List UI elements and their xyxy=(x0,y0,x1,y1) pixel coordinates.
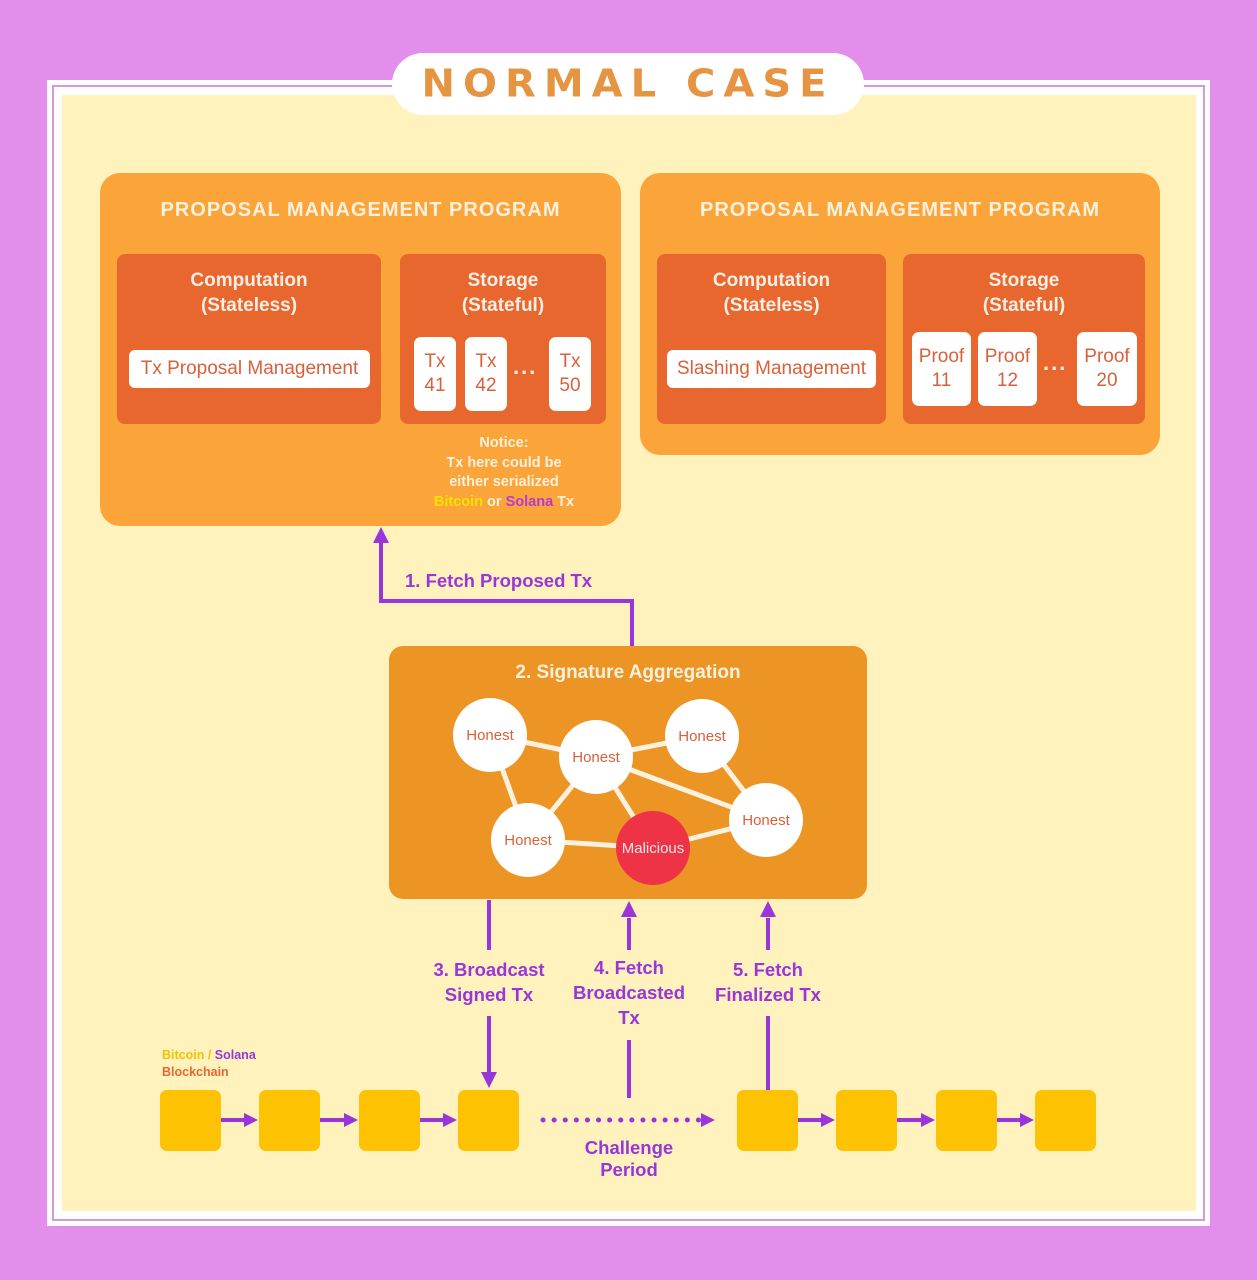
computation-title-line2: (Stateless) xyxy=(200,295,298,316)
block xyxy=(160,1090,221,1151)
tx-label: Tx xyxy=(553,493,575,510)
step-1-label: 1. Fetch Proposed Tx xyxy=(405,570,593,591)
honest-node: Honest xyxy=(559,720,633,794)
blockchain-legend: Bitcoin / Solana Blockchain xyxy=(162,1047,256,1081)
step-4-line1: 4. Fetch xyxy=(594,957,664,978)
proof-card: Proof 12 xyxy=(978,332,1037,406)
block xyxy=(359,1090,420,1151)
proof-card: Proof 11 xyxy=(912,332,971,406)
legend-separator: / xyxy=(204,1048,215,1062)
title-banner: NORMAL CASE xyxy=(392,53,864,115)
step-3-line1: 3. Broadcast xyxy=(433,959,545,980)
step-5-line2: Finalized Tx xyxy=(715,984,821,1005)
tx-card-number: 42 xyxy=(475,375,497,396)
diagram-title: NORMAL CASE xyxy=(421,62,835,106)
computation-title: Computation (Stateless) xyxy=(117,268,381,318)
step-4-label: 4. Fetch Broadcasted Tx xyxy=(560,955,698,1030)
honest-node: Honest xyxy=(491,803,565,877)
ellipsis: ... xyxy=(1043,350,1068,375)
proof-card-number: 12 xyxy=(996,370,1019,391)
slashing-management-module: Slashing Management xyxy=(667,350,876,388)
honest-node: Honest xyxy=(453,698,527,772)
notice-heading: Notice: xyxy=(479,435,529,451)
challenge-period-label: Challenge Period xyxy=(560,1137,698,1181)
challenge-line2: Period xyxy=(600,1159,658,1180)
tx-card: Tx 42 xyxy=(465,337,507,411)
tx-card-number: 50 xyxy=(559,375,581,396)
solana-label: Solana xyxy=(505,493,554,510)
honest-node: Honest xyxy=(665,699,739,773)
tx-card-number: 41 xyxy=(424,375,446,396)
ellipsis: ... xyxy=(513,354,538,379)
tx-card-label: Tx xyxy=(475,351,497,372)
challenge-line1: Challenge xyxy=(584,1137,674,1158)
tx-card-label: Tx xyxy=(559,351,581,372)
notice-line2: either serialized xyxy=(449,474,559,490)
storage-title-line2: (Stateful) xyxy=(982,295,1066,316)
block xyxy=(1035,1090,1096,1151)
storage-title-line1: Storage xyxy=(988,270,1060,291)
step-4-line3: Tx xyxy=(618,1007,640,1028)
block xyxy=(458,1090,519,1151)
malicious-node: Malicious xyxy=(616,811,690,885)
computation-box-2: Computation (Stateless) xyxy=(657,254,886,424)
notice-text: Notice: Tx here could be either serializ… xyxy=(400,434,608,512)
storage-title: Storage (Stateful) xyxy=(400,268,606,318)
computation-title-line1: Computation xyxy=(712,270,831,291)
computation-title: Computation (Stateless) xyxy=(657,268,886,318)
block xyxy=(836,1090,897,1151)
computation-title-line2: (Stateless) xyxy=(723,295,820,316)
computation-title-line1: Computation xyxy=(190,270,308,291)
block xyxy=(737,1090,798,1151)
block xyxy=(936,1090,997,1151)
notice-line1: Tx here could be xyxy=(446,454,562,471)
tx-proposal-management-module: Tx Proposal Management xyxy=(129,350,370,388)
or-label: or xyxy=(483,493,506,510)
legend-bitcoin: Bitcoin xyxy=(162,1048,205,1062)
storage-title-line1: Storage xyxy=(467,270,539,291)
proof-card-label: Proof xyxy=(918,346,965,367)
legend-solana: Solana xyxy=(214,1048,256,1062)
tx-card-label: Tx xyxy=(424,351,446,372)
program-title: PROPOSAL MANAGEMENT PROGRAM xyxy=(700,199,1100,221)
proof-card: Proof 20 xyxy=(1077,332,1137,406)
step-5-line1: 5. Fetch xyxy=(733,959,803,980)
bitcoin-label: Bitcoin xyxy=(433,493,484,510)
honest-node: Honest xyxy=(729,783,803,857)
step-3-label: 3. Broadcast Signed Tx xyxy=(420,957,558,1007)
legend-line1: Bitcoin / Solana xyxy=(162,1047,256,1064)
storage-title-line2: (Stateful) xyxy=(461,295,545,316)
proof-card-number: 11 xyxy=(931,370,952,391)
legend-blockchain: Blockchain xyxy=(162,1065,229,1079)
computation-box-1: Computation (Stateless) xyxy=(117,254,381,424)
step-4-line2: Broadcasted xyxy=(572,982,686,1003)
tx-card: Tx 41 xyxy=(414,337,456,411)
signature-aggregation-title: 2. Signature Aggregation xyxy=(515,662,741,683)
notice-line3: Bitcoin or Solana Tx xyxy=(400,493,608,513)
storage-title: Storage (Stateful) xyxy=(903,268,1145,318)
proof-card-label: Proof xyxy=(1084,346,1130,367)
block xyxy=(259,1090,320,1151)
program-title: PROPOSAL MANAGEMENT PROGRAM xyxy=(160,199,561,221)
tx-card: Tx 50 xyxy=(549,337,591,411)
step-5-label: 5. Fetch Finalized Tx xyxy=(700,957,836,1007)
proof-card-number: 20 xyxy=(1096,370,1118,391)
step-3-line2: Signed Tx xyxy=(444,984,534,1005)
proof-card-label: Proof xyxy=(984,346,1031,367)
